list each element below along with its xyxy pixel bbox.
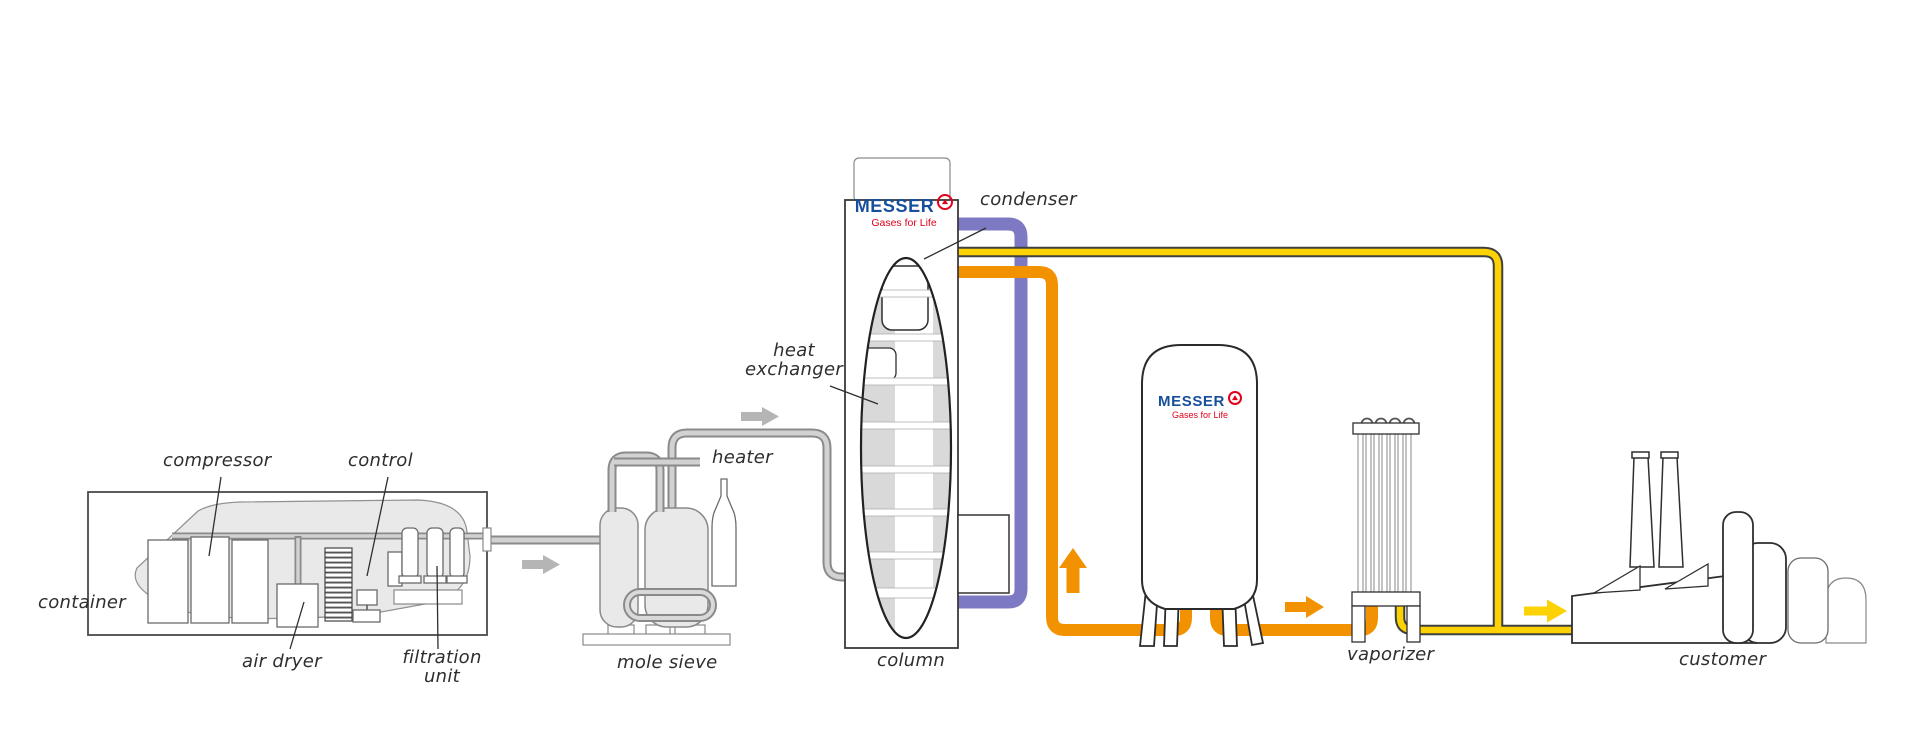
compressor-unit [147, 536, 269, 624]
label-filtration-unit: filtration unit [402, 647, 482, 688]
customer-factory [1571, 451, 1867, 644]
flow-arrow-orange-right [1285, 596, 1324, 618]
messer-wordmark: MESSER [1158, 393, 1225, 410]
factory-tower-3 [1787, 557, 1829, 644]
column-side-box [957, 514, 1010, 594]
heater-vessel [711, 478, 737, 587]
flow-arrow-orange-up [1059, 548, 1087, 593]
messer-logo-tank: MESSER Gases for Life [1155, 391, 1245, 420]
label-vaporizer: vaporizer [1347, 644, 1435, 665]
container-unit [87, 491, 488, 636]
messer-tagline: Gases for Life [1171, 410, 1229, 420]
label-container: container [38, 592, 126, 613]
flow-arrow-yellow-right [1524, 599, 1567, 623]
filtration-unit [387, 527, 468, 605]
label-mole-sieve: mole sieve [617, 652, 718, 673]
label-heater: heater [712, 447, 773, 468]
factory-tower-1 [1722, 511, 1754, 644]
messer-wordmark: MESSER [854, 196, 935, 216]
condenser-vessel [881, 265, 929, 331]
air-dryer-unit [276, 583, 319, 628]
process-pipe [667, 428, 862, 582]
liquid-pipe-orange [950, 266, 1378, 636]
messer-emblem-icon [1227, 391, 1242, 405]
column-trays [861, 289, 951, 599]
column-unit [844, 157, 1010, 649]
product-pipe-yellow [950, 246, 1578, 636]
label-compressor: compressor [163, 450, 272, 471]
flow-arrow-gray-2 [741, 407, 779, 426]
tank-body [1141, 344, 1258, 610]
vaporizer-unit [1351, 417, 1421, 643]
messer-tagline: Gases for Life [871, 217, 937, 229]
mole-sieve-unit [582, 451, 737, 646]
label-heat-exchanger: heat exchanger [744, 340, 844, 381]
factory-roof-teeth [1593, 562, 1709, 594]
condenser-loop-pipe [950, 217, 1028, 609]
label-air-dryer: air dryer [242, 651, 322, 672]
label-column: column [877, 650, 946, 671]
messer-logo-column: MESSER Gases for Life [852, 194, 956, 229]
intake-pipe [482, 527, 602, 552]
label-condenser: condenser [980, 189, 1077, 210]
control-unit [324, 547, 381, 623]
flow-arrow-gray-1 [522, 555, 560, 574]
factory-dome-tank [1825, 577, 1867, 644]
label-customer: customer [1679, 649, 1767, 670]
label-leader-lines [208, 227, 987, 650]
label-control: control [348, 450, 413, 471]
factory-chimneys [1629, 451, 1684, 568]
mole-sieve-piping [607, 451, 717, 622]
messer-emblem-icon [937, 194, 954, 210]
storage-tank [1138, 344, 1265, 647]
